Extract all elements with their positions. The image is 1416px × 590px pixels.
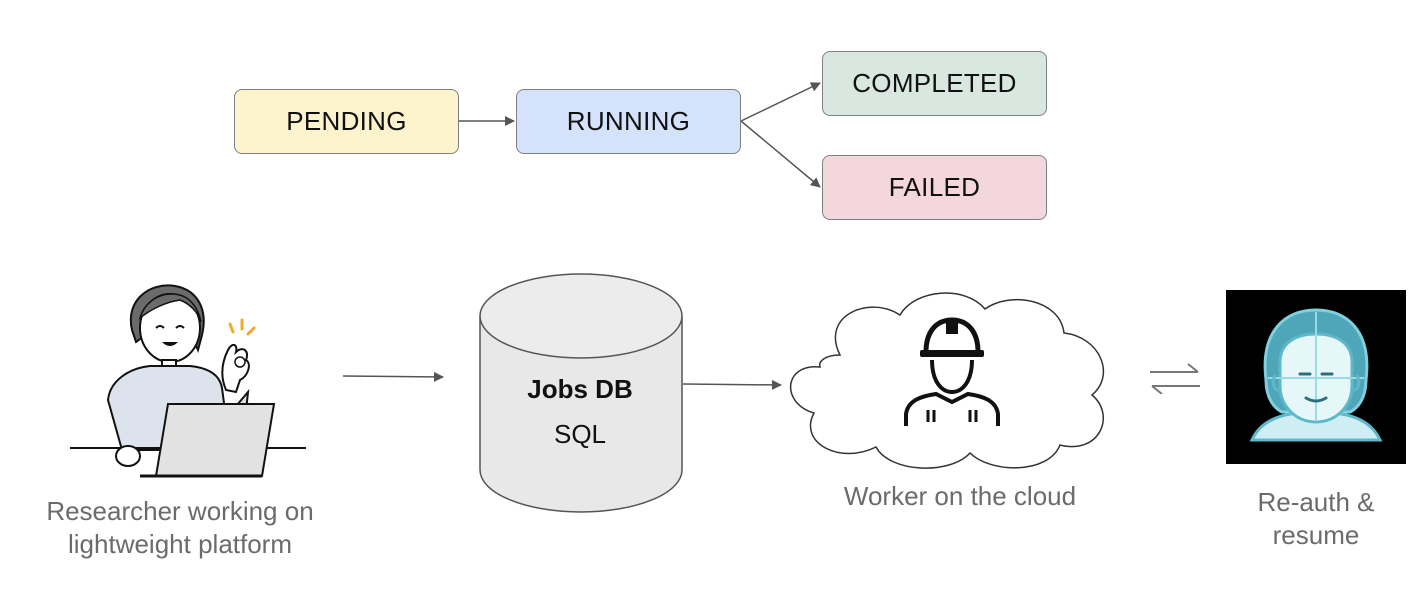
face-scan-icon (1226, 290, 1406, 464)
state-pending: PENDING (234, 89, 459, 154)
cloud-icon (789, 292, 1105, 469)
state-failed: FAILED (822, 155, 1047, 220)
researcher-caption-line2: lightweight platform (68, 529, 292, 559)
state-completed-label: COMPLETED (852, 68, 1017, 98)
arrow-researcher-db (342, 371, 444, 382)
arrow-running-completed (740, 82, 821, 122)
database-subtitle: SQL (553, 419, 607, 449)
swap-arrows-icon (1150, 363, 1200, 394)
arrow-running-failed (740, 120, 821, 188)
state-pending-label: PENDING (286, 106, 407, 136)
researcher-caption: Researcher working on lightweight platfo… (20, 495, 340, 561)
researcher-caption-line1: Researcher working on (46, 496, 314, 526)
state-running: RUNNING (516, 89, 741, 154)
worker-caption: Worker on the cloud (843, 481, 1077, 511)
state-completed: COMPLETED (822, 51, 1047, 116)
researcher-with-laptop-icon (70, 284, 306, 478)
hardhat-worker-icon (904, 317, 1000, 426)
state-failed-label: FAILED (888, 172, 981, 202)
database-title: Jobs DB (527, 374, 633, 404)
database-cylinder-icon (479, 273, 683, 513)
reauth-caption-line2: resume (1272, 520, 1360, 550)
database-label: Jobs DB SQL (480, 374, 680, 450)
reauth-caption: Re-auth & resume (1226, 486, 1406, 552)
reauth-caption-line1: Re-auth & (1257, 487, 1375, 517)
state-running-label: RUNNING (566, 106, 691, 136)
arrow-db-worker (682, 379, 782, 390)
